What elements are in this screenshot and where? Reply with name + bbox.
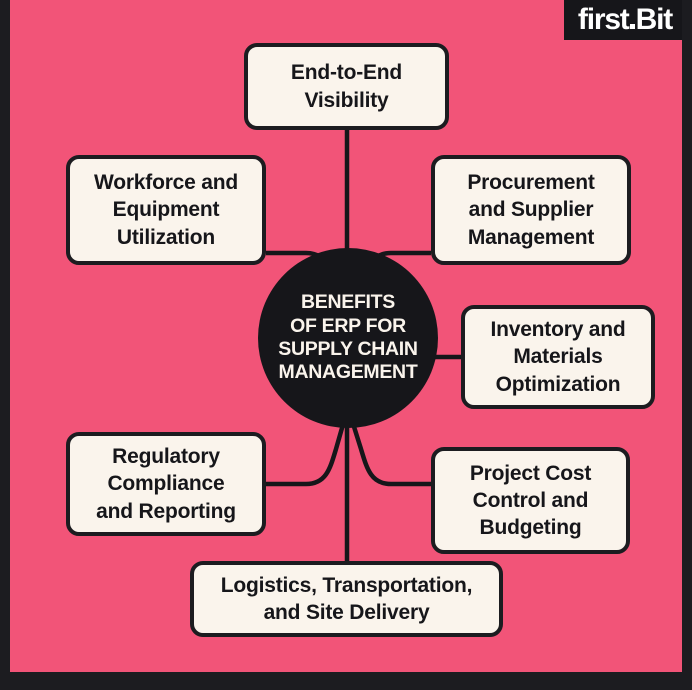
- benefit-card-logistics-transportation-site-delivery[interactable]: Logistics, Transportation, and Site Deli…: [190, 561, 503, 637]
- benefit-card-end-to-end-visibility[interactable]: End-to-End Visibility: [244, 43, 449, 130]
- benefit-card-label: Procurement and Supplier Management: [467, 171, 595, 249]
- benefit-card-label: Project Cost Control and Budgeting: [469, 461, 592, 540]
- brand-logo-second: Bit: [635, 3, 674, 36]
- brand-logo-first: first: [577, 3, 630, 36]
- benefit-card-label: Logistics, Transportation, and Site Deli…: [220, 573, 473, 624]
- benefit-card-regulatory-compliance-reporting[interactable]: Regulatory Compliance and Reporting: [66, 432, 266, 536]
- benefit-card-label: Workforce and Equipment Utilization: [93, 171, 239, 249]
- benefit-card-label: End-to-End Visibility: [290, 61, 403, 112]
- benefit-card-project-cost-control-budgeting[interactable]: Project Cost Control and Budgeting: [431, 447, 630, 554]
- benefit-card-label: Regulatory Compliance and Reporting: [96, 445, 236, 523]
- center-hub: BENEFITS OF ERP FOR SUPPLY CHAIN MANAGEM…: [258, 248, 438, 428]
- center-hub-title: BENEFITS OF ERP FOR SUPPLY CHAIN MANAGEM…: [278, 291, 418, 384]
- diagram-canvas: End-to-End Visibility Workforce and Equi…: [10, 0, 682, 672]
- benefit-card-procurement-supplier-management[interactable]: Procurement and Supplier Management: [431, 155, 631, 265]
- benefit-card-inventory-materials-optimization[interactable]: Inventory and Materials Optimization: [461, 305, 655, 409]
- brand-logo-dot: [629, 24, 635, 29]
- benefit-card-workforce-equipment-utilization[interactable]: Workforce and Equipment Utilization: [66, 155, 266, 265]
- benefit-card-label: Inventory and Materials Optimization: [490, 318, 626, 396]
